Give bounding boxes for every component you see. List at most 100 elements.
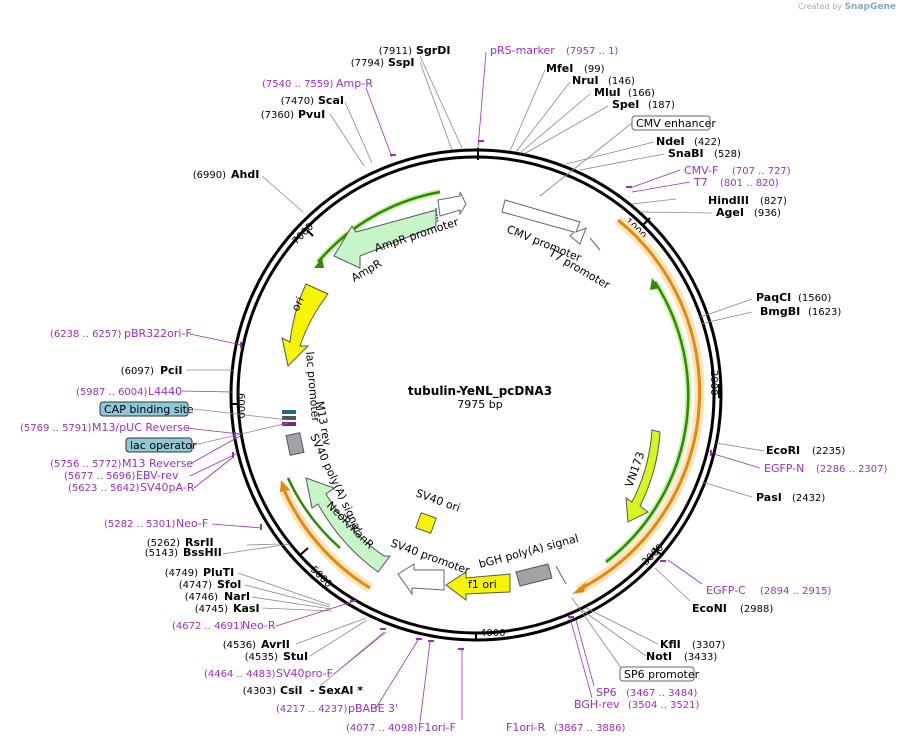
leader-sfoi	[244, 584, 331, 608]
primer-leader-cmv-f	[629, 169, 681, 189]
site-scai: ScaI	[318, 94, 344, 107]
site-sgrdi: SgrDI	[416, 44, 450, 57]
primer-pos-pbr322ori-f: (6238 .. 6257)	[50, 329, 122, 340]
primer-sv40pa-r: SV40pA-R	[140, 481, 195, 494]
primer-pbabe3: pBABE 3'	[348, 702, 398, 715]
primer-egfp-c: EGFP-C	[706, 584, 746, 597]
site-stui: StuI	[283, 650, 308, 663]
site-pos-kasi: (4745)	[195, 604, 228, 615]
leader-mlui	[519, 93, 591, 154]
site-pos-scai: (7470)	[281, 96, 314, 107]
site-paqci: PaqCI	[756, 291, 791, 304]
site-pvui: PvuI	[298, 108, 325, 121]
primer-pos-ebv-rev: (5677 .. 5696)	[64, 471, 136, 482]
site-pos-csii: (4303)	[243, 686, 276, 697]
leader-scai	[344, 101, 373, 164]
leader-ndei	[565, 141, 655, 165]
orange-feature-left-arrow	[280, 480, 290, 492]
tick-3000	[652, 547, 664, 557]
primer-pos-m13-reverse: (5756 .. 5772)	[50, 459, 122, 470]
primer-leader-sp6	[575, 619, 595, 687]
site-pos-noti: (3433)	[684, 652, 717, 663]
primer-leader-egfp-c	[667, 559, 703, 585]
leader-ahdi	[261, 175, 304, 213]
marker-sv40pro	[380, 628, 386, 630]
primer-pos-sv40pa-r: (5623 .. 5642)	[68, 483, 140, 494]
primer-leader-ebv-rev	[189, 453, 237, 477]
tick-5000	[299, 547, 309, 556]
primer-pos-sv40pro-f: (4464 .. 4483)	[204, 669, 276, 680]
site-kfli: KflI	[660, 638, 681, 651]
leader-mfei	[509, 69, 546, 152]
site-snabi: SnaBI	[668, 147, 704, 160]
site-pos-avrii: (4536)	[223, 640, 256, 651]
site-pos-nari: (4746)	[185, 592, 218, 603]
primer-pos-amp-r: (7540 .. 7559)	[262, 79, 334, 90]
leader-pluti	[237, 572, 331, 606]
leader-pasi	[701, 481, 753, 498]
primer-sp6: SP6	[596, 686, 617, 699]
plasmid-name: tubulin-YeNL_pcDNA3	[408, 384, 552, 399]
cmv-promoter-arrow	[501, 199, 587, 245]
site-pos-sspi: (7794)	[351, 58, 384, 69]
marker-m13puc	[234, 432, 236, 438]
site-pos-pluti: (4749)	[165, 568, 198, 579]
primer-pos-prs-marker: (7957 .. 1)	[566, 46, 618, 57]
t7-promoter-mark	[589, 237, 601, 251]
site-pos-snabi: (528)	[714, 149, 741, 160]
leader-avrii	[295, 617, 367, 645]
sv40-polya-box	[285, 432, 305, 456]
primer-egfp-n: EGFP-N	[764, 462, 804, 475]
site-hindiii: HindIII	[708, 194, 749, 207]
primer-pos-egfp-c: (2894 .. 2915)	[760, 586, 832, 597]
primer-f1ori-r: F1ori-R	[506, 721, 546, 734]
cmv-enhancer-box	[631, 115, 711, 131]
lac-promoter-label: lac promoter	[303, 351, 322, 423]
primer-leader-m13-reverse	[189, 435, 241, 465]
site-kasi: KasI	[233, 602, 260, 615]
marker-f1ori-r	[458, 648, 464, 650]
site-ahdi: AhdI	[231, 168, 259, 181]
marker-f1ori-f	[428, 640, 434, 642]
leader-kfli	[585, 607, 659, 645]
site-pos-ahdi: (6990)	[193, 170, 226, 181]
primer-neo-f: Neo-F	[176, 517, 208, 530]
primer-leader-pbr322ori-f	[189, 333, 243, 346]
tick-label-6000: 6000	[235, 393, 246, 418]
primer-f1ori-f: F1ori-F	[418, 721, 456, 734]
green-feature-top	[317, 190, 441, 263]
site-pos-bmgbi: (1623)	[808, 307, 841, 318]
boxed-labels: CMV enhancer SP6 promoter CAP binding si…	[99, 115, 716, 682]
bgh-marker	[555, 565, 567, 585]
primer-pos-neo-f: (5282 .. 5301)	[104, 519, 176, 530]
m13-mark	[282, 416, 296, 420]
leader-agei	[639, 211, 713, 214]
primer-leader-t7	[631, 181, 691, 193]
site-pos-rsrii: (5262)	[147, 538, 180, 549]
cap-site-box	[99, 401, 189, 417]
marker-pbr322	[240, 342, 242, 348]
leader-econi	[654, 567, 691, 602]
site-ndei: NdeI	[656, 135, 685, 148]
site-csii: CsiI	[280, 684, 302, 697]
site-pos-pcii: (6097)	[121, 366, 154, 377]
orange-feature-right	[577, 218, 702, 592]
site-pluti: PluTI	[203, 566, 234, 579]
primer-labels: pRS-marker (7957 .. 1) (7540 .. 7559) Am…	[20, 44, 888, 734]
sites-left: (7911) SgrDI (7794) SspI (7470) ScaI (73…	[121, 44, 451, 697]
snapgene-credit: Created by SnapGene	[798, 2, 896, 12]
primer-leaders	[181, 51, 761, 723]
f1-ori-arrow	[445, 571, 511, 601]
marker-sv40pa	[232, 452, 234, 458]
site-bsshii: BssHII	[183, 546, 222, 559]
marker-sp6	[568, 616, 574, 618]
plasmid-length: 7975 bp	[457, 398, 502, 411]
site-pos-pasi: (2432)	[792, 493, 825, 504]
site-pos-sfoi: (4747)	[179, 580, 212, 591]
site-pos-econi: (2988)	[740, 604, 773, 615]
primer-m13-puc-reverse: M13/pUC Reverse	[92, 421, 190, 434]
site-econi: EcoNI	[692, 602, 727, 615]
green-feature-right	[605, 281, 690, 563]
leader-cmv-enhancer	[539, 122, 633, 197]
